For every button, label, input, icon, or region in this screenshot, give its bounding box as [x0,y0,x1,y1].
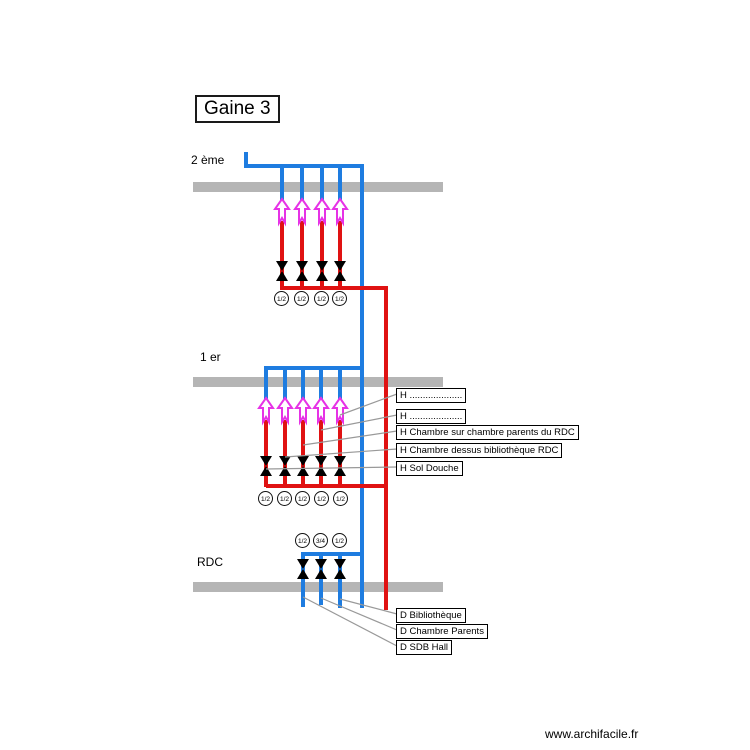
pipe-size-badge: 1/2 [258,491,273,506]
valve-icon [260,456,272,476]
leader-line [284,448,398,458]
up-arrow-icon [274,198,290,224]
valve-icon [315,456,327,476]
leader-line [320,414,398,431]
up-arrow-icon [294,198,310,224]
pipe-size-badge: 1/2 [274,291,289,306]
cold-branch-1er [264,366,362,400]
valve-icon [316,261,328,281]
annotation-h-1[interactable]: H .................... [396,388,467,403]
pipe-size-badge: 1/2 [333,491,348,506]
annotation-h-2[interactable]: H .................... [396,409,467,424]
pipe-size-badge: 1/2 [277,491,292,506]
leader-line [302,430,398,446]
valve-icon [297,559,309,579]
floor-label-1er: 1 er [200,350,221,364]
pipe-size-badge: 1/2 [332,291,347,306]
leader-line [265,466,398,470]
valve-icon [334,559,346,579]
up-arrow-icon [332,397,348,423]
valve-icon [334,261,346,281]
annotation-h-sol-douche[interactable]: H Sol Douche [396,461,463,476]
leader-line [339,598,398,615]
up-arrow-icon [258,397,274,423]
pipe-size-badge: 1/2 [295,533,310,548]
pipe-size-badge: 1/2 [294,291,309,306]
pipe-size-badge: 1/2 [332,533,347,548]
annotation-h-chambre-parents[interactable]: H Chambre sur chambre parents du RDC [396,425,579,440]
annotation-d-sdb-hall[interactable]: D SDB Hall [396,640,453,655]
slab-rdc [193,582,443,592]
valve-icon [296,261,308,281]
hot-main-riser [282,286,388,610]
up-arrow-icon [314,198,330,224]
pipe-size-badge: 1/2 [295,491,310,506]
pipe-size-badge: 3/4 [313,533,328,548]
watermark: www.archifacile.fr [545,727,639,741]
slab-1er [193,377,443,387]
up-arrow-icon [295,397,311,423]
floor-label-rdc: RDC [197,555,223,569]
up-arrow-icon [277,397,293,423]
up-arrow-icon [313,397,329,423]
annotation-h-chambre-bibliotheque[interactable]: H Chambre dessus bibliothèque RDC [396,443,563,458]
valve-icon [276,261,288,281]
valve-icon [279,456,291,476]
leader-line [302,596,398,647]
pipe-size-badge: 1/2 [314,491,329,506]
diagram-title[interactable]: Gaine 3 [195,95,280,123]
valve-icon [315,559,327,579]
annotation-d-bibliotheque[interactable]: D Bibliothèque [396,608,466,623]
leader-line [320,597,398,631]
valve-icon [334,456,346,476]
leader-lines [265,393,398,647]
valve-icon [297,456,309,476]
leader-line [339,393,398,416]
pipe-size-badge: 1/2 [314,291,329,306]
floor-slabs [193,182,443,592]
floor-label-2eme: 2 ème [191,153,225,167]
up-arrow-icon [332,198,348,224]
annotation-d-chambre-parents[interactable]: D Chambre Parents [396,624,488,639]
slab-2eme [193,182,443,192]
cold-branch-rdc [301,552,362,607]
